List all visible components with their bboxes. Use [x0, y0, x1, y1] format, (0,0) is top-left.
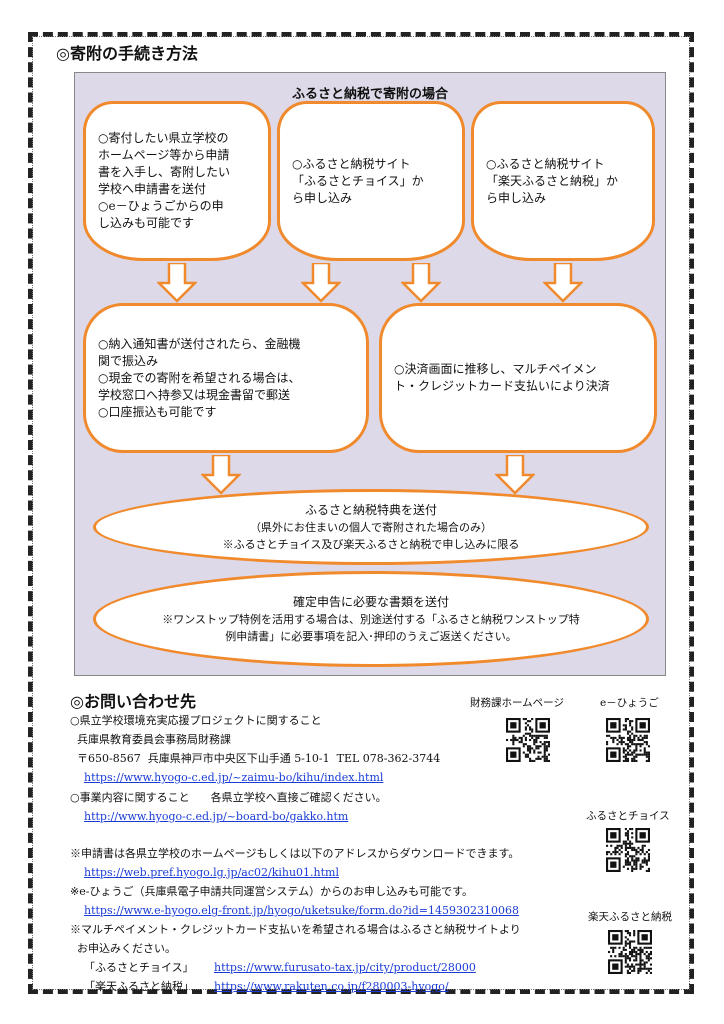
note-line: ※マルチペイメント・クレジットカード支払いを希望される場合はふるさと納税サイトよ… — [70, 923, 521, 936]
qr-code-choice-icon[interactable] — [606, 828, 650, 872]
step-box-rakuten: ○ふるさと納税サイト 「楽天ふるさと納税」か ら申し込み — [471, 101, 655, 261]
arrow-down-icon — [543, 263, 583, 303]
dotted-inner-border — [32, 36, 690, 990]
qr-label-choice: ふるさとチョイス — [586, 810, 670, 822]
arrow-down-icon — [157, 263, 197, 303]
procedure-panel: ふるさと納税で寄附の場合 ○寄付したい県立学校の ホームページ等から申請 書を入… — [74, 72, 666, 676]
link-ehyogo-form[interactable]: https://www.e-hyogo.elg-front.jp/hyogo/u… — [84, 904, 519, 917]
link-furusato-choice[interactable]: https://www.furusato-tax.jp/city/product… — [214, 961, 476, 974]
note-line: お申込みください。 — [70, 942, 176, 955]
contact-heading: ◎お問い合わせ先 — [70, 692, 196, 711]
arrow-down-icon — [495, 455, 535, 495]
panel-title: ふるさと納税で寄附の場合 — [291, 87, 448, 102]
qr-label-finance: 財務課ホームページ — [470, 697, 564, 709]
step-box-gift: ふるさと納税特典を送付 （県外にお住まいの個人で寄附された場合のみ） ※ふるさと… — [93, 489, 649, 565]
step-box-payment: ○納入通知書が送付されたら、金融機 関で振込み ○現金での寄附を希望される場合は… — [83, 303, 369, 453]
site-label-choice: 「ふるさとチョイス」 — [84, 961, 194, 974]
step-box-tax-documents: 確定申告に必要な書類を送付 ※ワンストップ特例を活用する場合は、別途送付する「ふ… — [93, 571, 649, 667]
qr-label-ehyogo: e－ひょうご — [600, 697, 659, 709]
link-finance-page[interactable]: https://www.hyogo-c.ed.jp/~zaimu-bo/kihu… — [84, 771, 384, 784]
qr-label-rakuten: 楽天ふるさと納税 — [588, 911, 672, 923]
arrow-down-icon — [301, 263, 341, 303]
link-rakuten-furusato[interactable]: https://www.rakuten.co.jp/f280003-hyogo/ — [214, 980, 449, 993]
arrow-down-icon — [401, 263, 441, 303]
note-line: ※e-ひょうご（兵庫県電子申請共同運営システム）からのお申し込みも可能です。 — [70, 885, 474, 898]
qr-code-rakuten-icon[interactable] — [608, 930, 652, 974]
dashed-page-border — [28, 32, 694, 994]
arrow-down-icon — [201, 455, 241, 495]
contact-line: 兵庫県教育委員会事務局財務課 — [70, 733, 231, 746]
step-box-choice: ○ふるさと納税サイト 「ふるさとチョイス」か ら申し込み — [277, 101, 465, 261]
site-label-rakuten: 「楽天ふるさと納税」 — [84, 980, 194, 993]
contact-line: ○事業内容に関すること 各県立学校へ直接ご確認ください。 — [70, 791, 387, 804]
qr-code-finance-icon[interactable] — [506, 718, 550, 762]
link-school-list[interactable]: http://www.hyogo-c.ed.jp/~board-bo/gakko… — [84, 810, 349, 823]
link-application-form[interactable]: https://web.pref.hyogo.lg.jp/ac02/kihu01… — [84, 866, 340, 879]
step-box-school: ○寄付したい県立学校の ホームページ等から申請 書を入手し、寄附したい 学校へ申… — [83, 101, 271, 261]
qr-code-ehyogo-icon[interactable] — [606, 718, 650, 762]
contact-line: 〒650-8567 兵庫県神戸市中央区下山手通 5-10-1 TEL 078-3… — [70, 752, 441, 765]
contact-line: ○県立学校環境充実応援プロジェクトに関すること — [70, 714, 322, 727]
step-box-settlement: ○決済画面に推移し、マルチペイメン ト・クレジットカード支払いにより決済 — [379, 303, 657, 453]
procedure-heading: ◎寄附の手続き方法 — [56, 44, 198, 63]
note-line: ※申請書は各県立学校のホームページもしくは以下のアドレスからダウンロードできます… — [70, 847, 520, 860]
